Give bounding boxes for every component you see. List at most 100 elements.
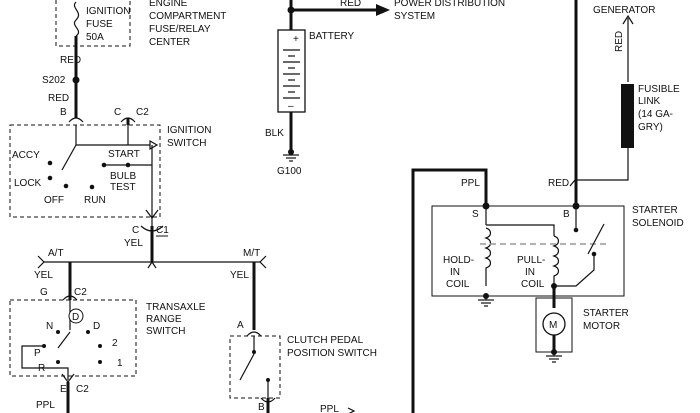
pull-2: IN xyxy=(525,267,535,278)
motor-title-1: STARTER xyxy=(583,308,629,319)
pin-label-b: B xyxy=(60,107,67,118)
tr-title-1: TRANSAXLE xyxy=(146,302,206,313)
transaxle-outline xyxy=(9,299,137,377)
solenoid-contact-arm xyxy=(587,223,605,255)
power-dist-arrow xyxy=(376,4,390,16)
pos-bulb-2: TEST xyxy=(110,182,136,193)
tr-title-3: SWITCH xyxy=(146,326,185,337)
tr-pin-e: E xyxy=(60,384,67,395)
terminal-b: B xyxy=(563,209,570,220)
pos-off: OFF xyxy=(44,195,64,206)
wire-label-blk: BLK xyxy=(265,128,284,139)
pos-start: START xyxy=(108,149,140,160)
center-label-1: ENGINE xyxy=(149,0,188,9)
starter-motor: M STARTER MOTOR xyxy=(535,286,629,363)
center-label-4: CENTER xyxy=(149,37,190,48)
tr-title-2: RANGE xyxy=(146,314,182,325)
tr-pin-g: G xyxy=(40,287,48,298)
fuse-label-3: 50A xyxy=(86,32,104,43)
clutch-title-1: CLUTCH PEDAL xyxy=(287,335,364,346)
tr-p: P xyxy=(34,348,41,359)
clutch-outline xyxy=(229,335,281,399)
clutch-title-2: POSITION SWITCH xyxy=(287,348,377,359)
pos-bulb-1: BULB xyxy=(110,171,136,182)
ignition-connector-b xyxy=(68,117,84,123)
battery-body xyxy=(277,29,306,113)
ignition-title-2: SWITCH xyxy=(167,138,206,149)
center-label-3: FUSE/RELAY xyxy=(149,24,211,35)
clutch-switch-arm xyxy=(239,353,255,381)
fuse-label-1: IGNITION xyxy=(86,6,130,17)
tr-conn-c2-top: C2 xyxy=(74,287,87,298)
solenoid-title-1: STARTER xyxy=(632,205,678,216)
tr-conn-c2-bot: C2 xyxy=(76,384,89,395)
hold-1: HOLD- xyxy=(443,255,474,266)
battery-circuit: RED POWER DISTRIBUTION SYSTEM + – BATTER… xyxy=(265,0,505,177)
wire-label-red-gen: RED xyxy=(614,31,625,52)
fuse-box-outline xyxy=(55,0,131,47)
generator-label: GENERATOR xyxy=(593,5,655,16)
wire-label-red-sol: RED xyxy=(548,178,569,189)
branch-mt: M/T xyxy=(243,248,260,259)
battery-label: BATTERY xyxy=(309,31,355,42)
fuse-label-2: FUSE xyxy=(86,19,113,30)
out-conn-c1: C1 xyxy=(156,225,169,236)
ground-g100: G100 xyxy=(277,166,302,177)
tr-1: 1 xyxy=(117,358,123,369)
pin-label-c: C xyxy=(114,107,121,118)
svg-text:+: + xyxy=(293,34,299,45)
left-feed-wire: RED S202 RED B C C2 xyxy=(42,36,149,125)
tr-d: D xyxy=(93,321,100,332)
motor-title-2: MOTOR xyxy=(583,321,620,332)
clutch-pedal-switch: YEL A B CLUTCH PEDAL POSITION SWITCH PPL xyxy=(229,262,377,413)
wire-label-red-top: RED xyxy=(340,0,361,9)
splice-label: S202 xyxy=(42,75,66,86)
ignition-output: C C1 YEL A/T M/T xyxy=(37,225,267,269)
pos-run: RUN xyxy=(84,195,106,206)
center-label-2: COMPARTMENT xyxy=(149,11,226,22)
ignition-switch-outline xyxy=(9,124,161,218)
tr-2: 2 xyxy=(112,338,118,349)
wire-label-yel-1: YEL xyxy=(124,238,143,249)
fusible-2: LINK xyxy=(638,96,661,107)
wire-label-yel-3: YEL xyxy=(230,270,249,281)
hold-2: IN xyxy=(450,267,460,278)
ignition-switch-arm xyxy=(61,144,77,171)
fusible-link xyxy=(621,84,634,148)
wire-label-yel-2: YEL xyxy=(34,270,53,281)
starter-solenoid: PPL S B STARTER SOLENOID HOLD- IN COIL P… xyxy=(411,168,684,413)
wire-label-red-1: RED xyxy=(60,55,81,66)
wire-label-ppl-1: PPL xyxy=(36,400,55,411)
ignition-switch: ACCY LOCK OFF RUN START BULB TEST IGNITI… xyxy=(9,117,211,228)
pos-accy: ACCY xyxy=(12,150,40,161)
ignition-title-1: IGNITION xyxy=(167,125,211,136)
branch-at: A/T xyxy=(48,248,64,259)
fusible-3: (14 GA- xyxy=(638,109,673,120)
svg-text:–: – xyxy=(288,101,294,112)
clutch-pin-b: B xyxy=(258,402,265,413)
tr-n: N xyxy=(46,321,53,332)
fuse-relay-center: IGNITION FUSE 50A ENGINE COMPARTMENT FUS… xyxy=(55,0,226,48)
conn-label-c2: C2 xyxy=(136,107,149,118)
pos-lock: LOCK xyxy=(14,178,42,189)
pull-1: PULL- xyxy=(517,255,545,266)
fuse-symbol xyxy=(73,1,80,37)
wire-label-ppl-3: PPL xyxy=(461,178,480,189)
clutch-pin-a: A xyxy=(237,320,244,331)
pull-3: COIL xyxy=(521,279,545,290)
power-dist-1: POWER DISTRIBUTION xyxy=(394,0,505,9)
terminal-s: S xyxy=(472,209,479,220)
wire-label-red-2: RED xyxy=(48,93,69,104)
out-pin-c: C xyxy=(132,225,139,236)
pull-in-coil xyxy=(552,235,560,286)
hold-3: COIL xyxy=(446,279,470,290)
fusible-1: FUSIBLE xyxy=(638,84,680,95)
wire-label-ppl-2: PPL xyxy=(320,404,339,413)
generator-circuit: GENERATOR RED FUSIBLE LINK (14 GA- GRY) … xyxy=(548,0,680,206)
solenoid-outline xyxy=(431,205,625,297)
solenoid-title-2: SOLENOID xyxy=(632,218,684,229)
tr-d-circle: D xyxy=(72,312,79,323)
splice-s202-dot xyxy=(72,76,80,84)
